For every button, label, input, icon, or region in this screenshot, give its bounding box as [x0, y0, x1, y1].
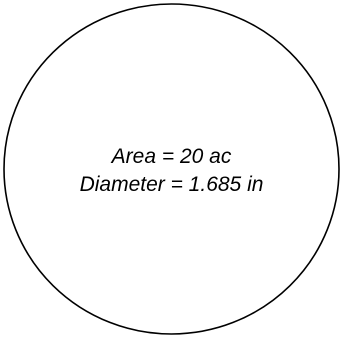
diameter-label: Diameter = 1.685 in [79, 173, 264, 196]
circle-label-block: Area = 20 ac Diameter = 1.685 in [0, 143, 343, 199]
circle-shape [3, 3, 340, 335]
area-label: Area = 20 ac [111, 145, 232, 168]
